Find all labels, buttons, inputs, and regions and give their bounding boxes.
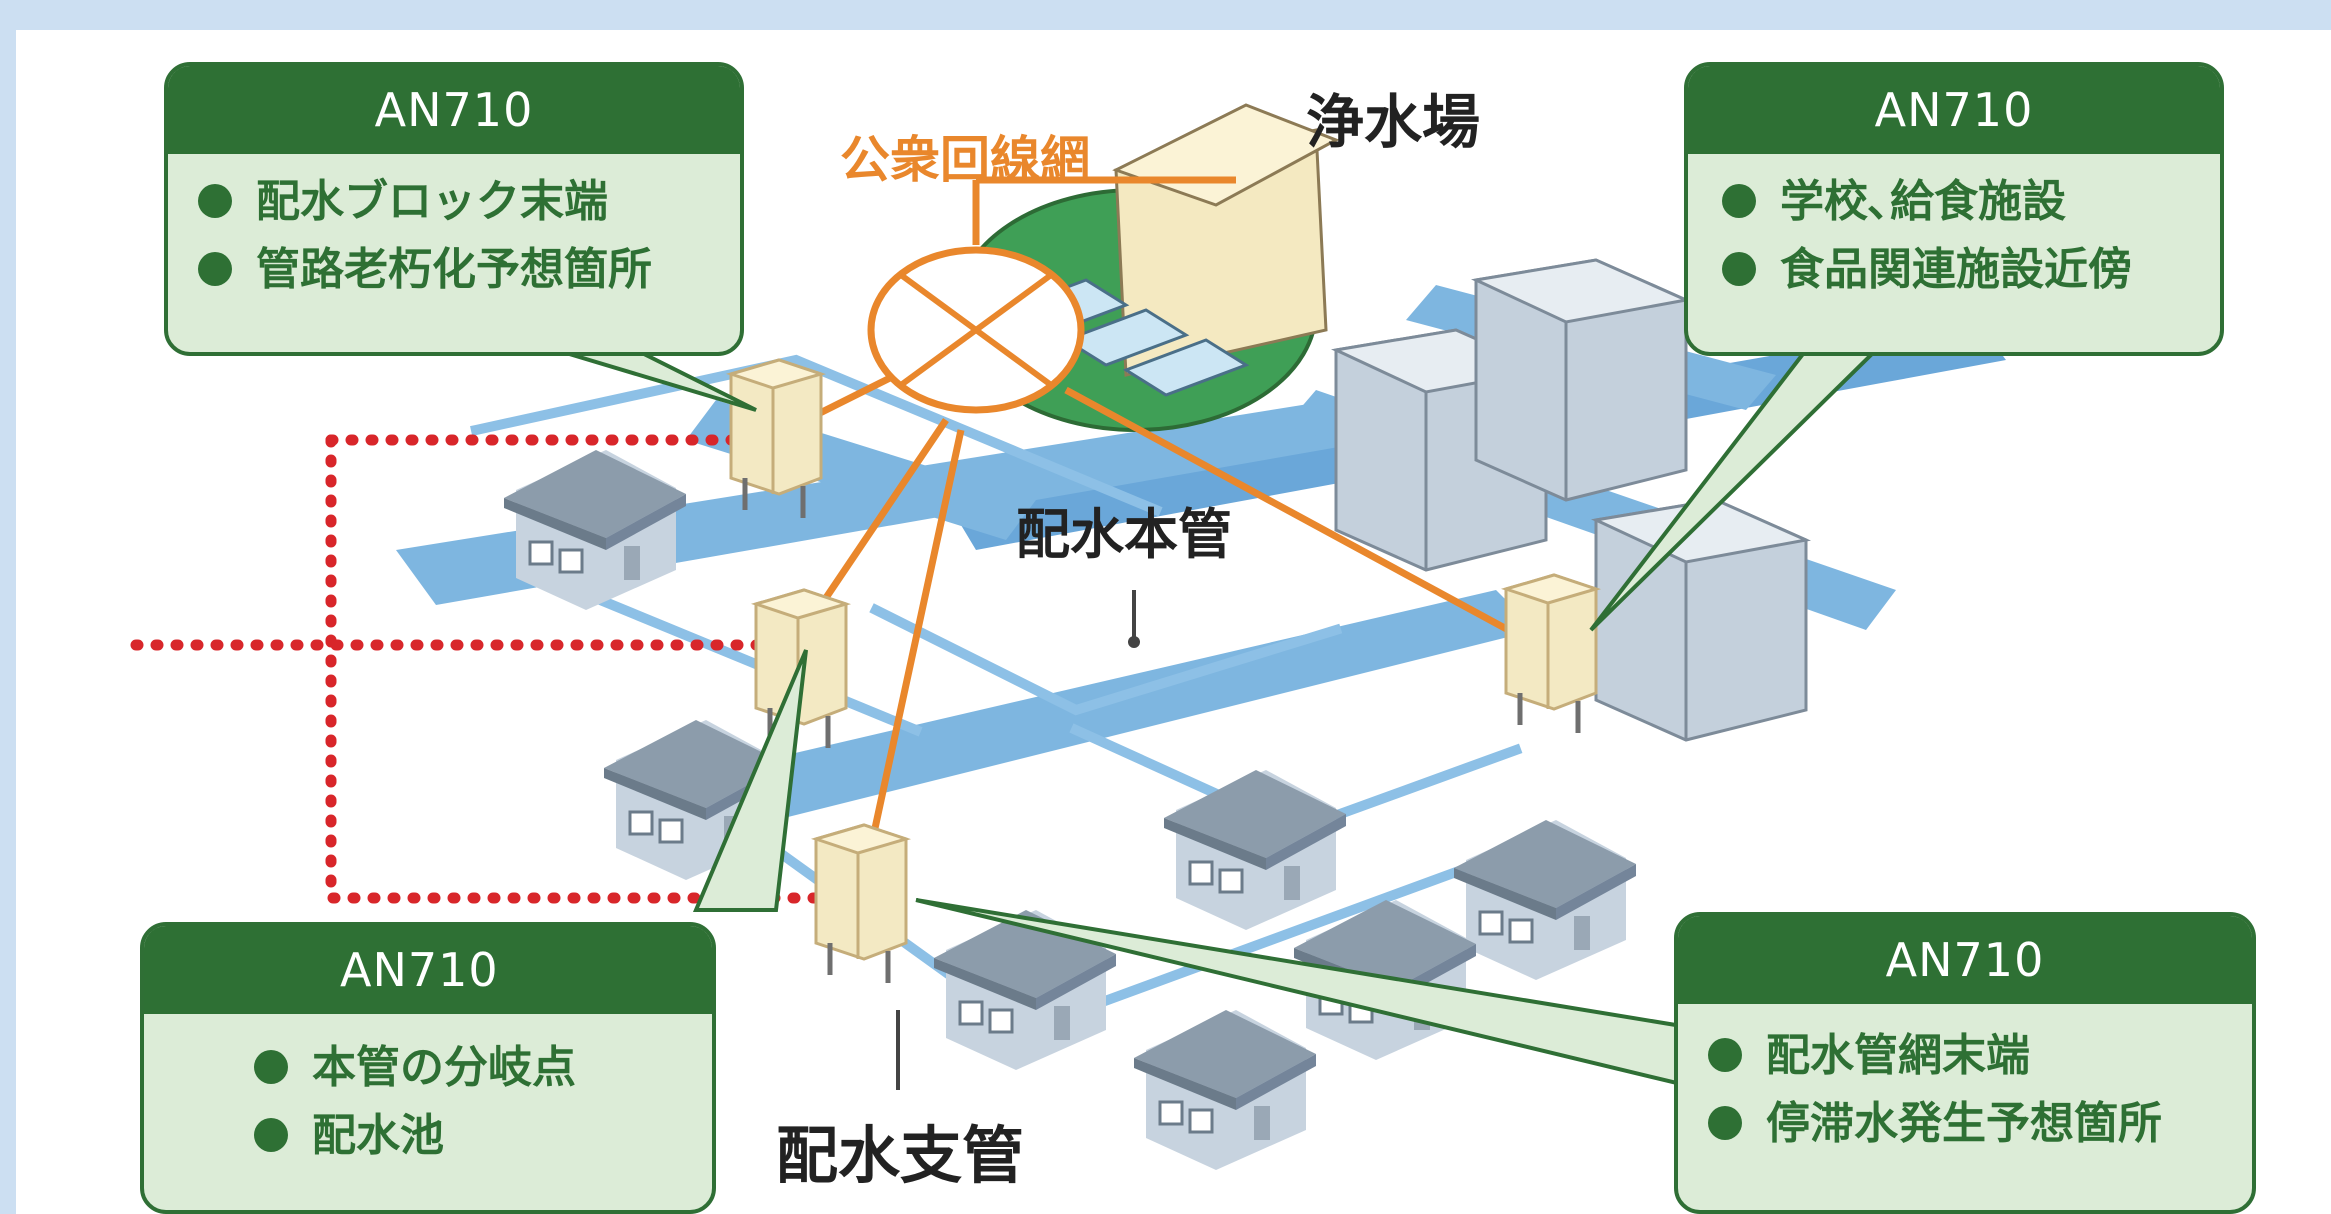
callout-item-text: 配水ブロック末端 <box>256 176 608 227</box>
bullet-icon <box>254 1118 288 1152</box>
device-icon <box>816 825 906 983</box>
network-diagram <box>130 103 2006 1172</box>
callout-title: AN710 <box>144 926 712 1014</box>
callout-top-left: AN710 配水ブロック末端 管路老朽化予想箇所 <box>164 62 744 356</box>
public-network-label: 公衆回線網 <box>840 131 1090 189</box>
bullet-icon <box>1708 1106 1742 1140</box>
callout-item-text: 停滞水発生予想箇所 <box>1766 1098 2162 1149</box>
bullet-icon <box>198 184 232 218</box>
callout-item: 配水池 <box>254 1102 712 1170</box>
callout-item-text: 本管の分岐点 <box>312 1042 576 1093</box>
callout-item: 管路老朽化予想箇所 <box>198 236 740 304</box>
house-icon <box>1132 1008 1318 1172</box>
callout-title: AN710 <box>1688 66 2220 154</box>
callout-item: 配水管網末端 <box>1708 1022 2252 1090</box>
callout-bottom-left: AN710 本管の分岐点 配水池 <box>140 922 716 1214</box>
callout-item: 食品関連施設近傍 <box>1722 236 2220 304</box>
callout-item-text: 学校､給食施設 <box>1780 176 2066 227</box>
bullet-icon <box>198 252 232 286</box>
bullet-icon <box>1722 184 1756 218</box>
house-icon <box>1162 768 1348 932</box>
dotted-lines <box>130 434 827 904</box>
main-pipe-label: 配水本管 <box>1016 503 1232 566</box>
public-network-lines <box>808 176 1538 871</box>
bullet-icon <box>254 1050 288 1084</box>
callout-title: AN710 <box>1678 916 2252 1004</box>
callout-item-text: 管路老朽化予想箇所 <box>256 244 652 295</box>
callout-item: 停滞水発生予想箇所 <box>1708 1090 2252 1158</box>
callout-top-right: AN710 学校､給食施設 食品関連施設近傍 <box>1684 62 2224 356</box>
house-icon <box>1452 818 1638 982</box>
callout-item-text: 配水管網末端 <box>1766 1030 2030 1081</box>
bullet-icon <box>1722 252 1756 286</box>
building-icon <box>1594 498 1808 742</box>
callout-bottom-right: AN710 配水管網末端 停滞水発生予想箇所 <box>1674 912 2256 1214</box>
branch-pipe-label: 配水支管 <box>776 1119 1025 1192</box>
building-icon <box>1474 258 1688 502</box>
device-icon <box>1506 575 1596 733</box>
water-treatment-plant-label: 浄水場 <box>1306 88 1481 156</box>
callout-item: 配水ブロック末端 <box>198 168 740 236</box>
callout-item-text: 配水池 <box>312 1110 444 1161</box>
callout-pointers <box>555 348 1881 1093</box>
diagram-canvas: 公衆回線網 浄水場 配水本管 配水支管 AN710 配水ブロック末端 管路老朽化… <box>16 30 2331 1214</box>
callout-item: 本管の分岐点 <box>254 1034 712 1102</box>
network-node-icon <box>867 246 1085 414</box>
callout-item-text: 食品関連施設近傍 <box>1780 244 2132 295</box>
callout-title: AN710 <box>168 66 740 154</box>
bullet-icon <box>1708 1038 1742 1072</box>
callout-item: 学校､給食施設 <box>1722 168 2220 236</box>
